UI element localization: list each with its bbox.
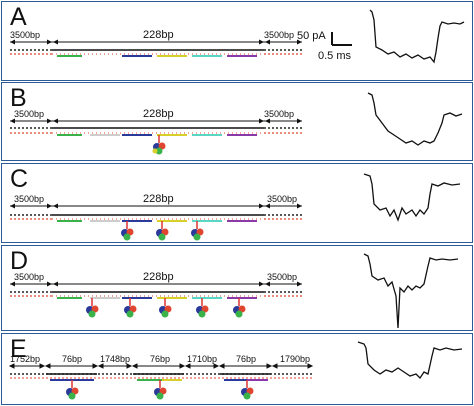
- protein-icon: [159, 298, 172, 318]
- scale-current-label: 50 pA: [297, 30, 326, 42]
- panel-label: A: [10, 3, 27, 31]
- flank-left-label: 3500bp: [14, 109, 44, 119]
- protein-icon: [191, 221, 204, 241]
- current-trace: [369, 9, 465, 64]
- segment-label: 76bp: [150, 354, 170, 364]
- flank-left-label: 3500bp: [14, 272, 44, 282]
- center-label: 228bp: [143, 29, 174, 41]
- protein-icon: [121, 221, 134, 241]
- protein-icon: [66, 380, 79, 400]
- segment-label: 76bp: [236, 354, 256, 364]
- panel-d: 3500bp 228bp 3500bp: [1, 245, 473, 331]
- flank-right-label: 3500bp: [267, 272, 297, 282]
- protein-icon: [86, 298, 99, 318]
- flank-right-label: 3500bp: [264, 109, 294, 119]
- panel-c: 3500bp 228bp 3500bp C: [1, 163, 473, 243]
- protein-icon: [124, 298, 137, 318]
- center-label: 228bp: [143, 108, 174, 120]
- flank-right-label: 3500bp: [267, 194, 297, 204]
- flank-right-label: 3500bp: [264, 30, 294, 40]
- panel-b: 3500bp 228bp 3500bp B: [1, 82, 473, 161]
- current-trace: [363, 173, 461, 222]
- center-label: 228bp: [143, 193, 174, 205]
- panel-label: D: [10, 247, 29, 275]
- panel-b-graphic: 3500bp 228bp 3500bp: [10, 92, 463, 155]
- panel-e: 1752bp 76bp 1748bp 76bp 1710bp 76bp 1790…: [1, 333, 473, 405]
- flank-left-label: 3500bp: [10, 30, 40, 40]
- protein-icon: [241, 380, 254, 400]
- center-label: 228bp: [143, 271, 174, 283]
- current-trace: [363, 253, 459, 329]
- segment-label: 76bp: [62, 354, 82, 364]
- current-trace: [357, 341, 463, 380]
- segment-label: 1748bp: [100, 354, 130, 364]
- panel-d-graphic: 3500bp 228bp 3500bp: [10, 253, 459, 329]
- segment-label: 1790bp: [280, 354, 310, 364]
- panel-a-graphic: 3500bp 228bp 3500bp 50 pA 0.5 ms: [10, 9, 465, 64]
- flank-left-label: 3500bp: [14, 194, 44, 204]
- panel-c-graphic: 3500bp 228bp 3500bp: [10, 173, 461, 241]
- protein-icon: [196, 298, 209, 318]
- panel-a: 3500bp 228bp 3500bp 50 pA 0.5 ms A: [1, 1, 473, 81]
- panel-label: E: [10, 335, 27, 363]
- protein-icon: [154, 380, 167, 400]
- protein-icon: [156, 221, 169, 241]
- panel-label: C: [10, 165, 29, 193]
- segment-label: 1710bp: [187, 354, 217, 364]
- segment-label: 1752bp: [10, 354, 40, 364]
- scale-time-label: 0.5 ms: [318, 50, 352, 62]
- current-trace: [367, 92, 463, 146]
- panel-e-graphic: 1752bp 76bp 1748bp 76bp 1710bp 76bp 1790…: [8, 341, 463, 400]
- panel-label: B: [10, 84, 27, 112]
- protein-icon: [152, 135, 166, 155]
- protein-icon: [233, 298, 246, 318]
